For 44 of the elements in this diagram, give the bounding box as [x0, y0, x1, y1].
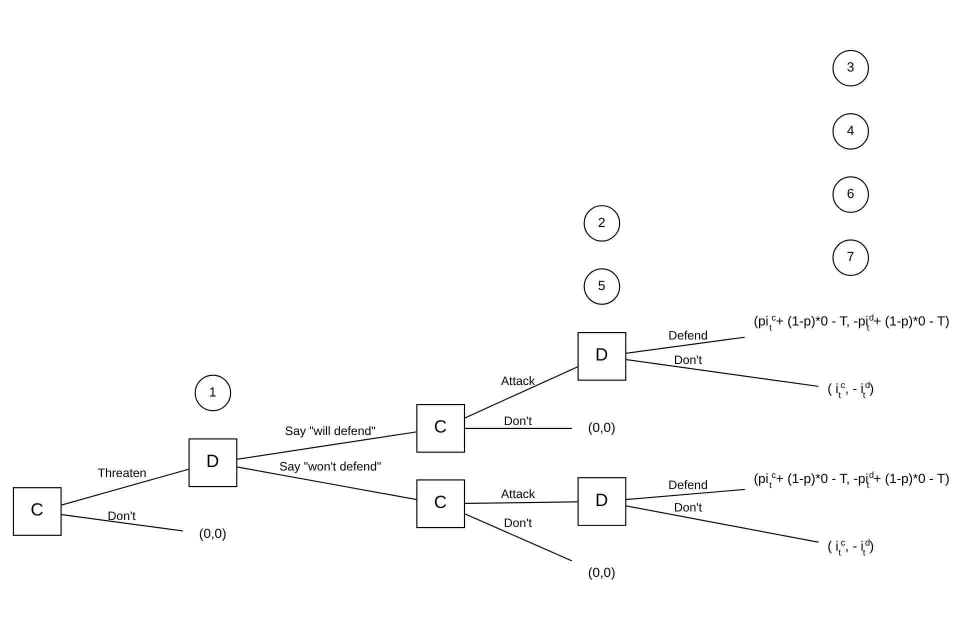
node-circle: 3 [832, 50, 869, 86]
node-box: C [12, 487, 62, 536]
connector [625, 358, 818, 387]
node-circle: 4 [832, 113, 869, 150]
edge-label: Don't [673, 352, 702, 367]
edge-label: Say "will defend" [284, 424, 376, 438]
node-text: (0,0) [588, 565, 615, 580]
node-text: (0,0) [588, 420, 615, 435]
edge-label: Don't [503, 414, 532, 428]
node-text: ( i$_{t}$$^{c}$, - i$_{t}$$^{d}$) [826, 537, 874, 558]
edge-label: Defend [668, 328, 708, 343]
connector [625, 505, 818, 543]
node-text: (pi$_{t}$$^{c}$+ (1-p)*0 - T, -pi$_{t}$$^{d}$+ (1-p)*0 - T) [753, 470, 950, 490]
node-box: D [577, 332, 626, 381]
node-text: (pi$_{t}$$^{c}$+ (1-p)*0 - T, -pi$_{t}$$^{d}$+ (1-p)*0 - T) [753, 312, 950, 332]
node-circle: 6 [832, 176, 869, 213]
connector [236, 431, 416, 460]
connector [60, 514, 182, 532]
connector [236, 466, 416, 500]
edge-label: Threaten [97, 466, 146, 480]
edge-label: Don't [107, 509, 136, 524]
edge-label: Attack [500, 374, 534, 388]
connector [625, 336, 744, 354]
edge-label: Say "won't defend" [278, 459, 381, 474]
node-box: C [416, 404, 465, 453]
connector [60, 468, 188, 506]
edge-label: Don't [503, 516, 532, 530]
connector [464, 513, 572, 562]
node-box: D [188, 438, 237, 488]
node-circle: 1 [194, 374, 231, 412]
node-box: D [577, 477, 626, 526]
connector [464, 366, 578, 419]
node-circle: 5 [583, 268, 620, 305]
node-circle: 7 [832, 239, 869, 276]
node-box: C [416, 479, 465, 528]
edge-label: Don't [673, 500, 702, 514]
connector [464, 428, 572, 429]
connector [464, 501, 578, 504]
edge-label: Defend [668, 478, 708, 492]
edge-label: Attack [500, 486, 534, 501]
connector [625, 488, 744, 500]
node-text: (0,0) [198, 526, 226, 542]
node-text: ( i$_{t}$$^{c}$, - i$_{t}$$^{d}$) [826, 380, 874, 400]
node-circle: 2 [583, 205, 620, 242]
